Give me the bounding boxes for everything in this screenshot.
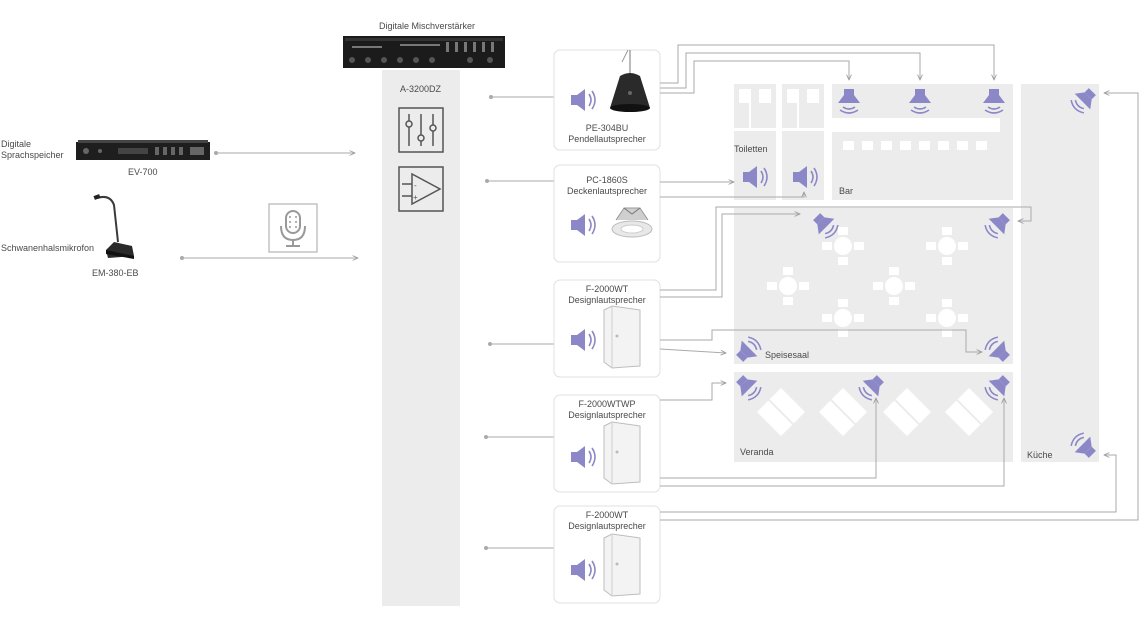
amplifier-icon: - +: [398, 166, 444, 212]
design-speaker-image-1: [603, 305, 641, 369]
kitchen-area: [1021, 84, 1099, 462]
mixer-device: [343, 36, 505, 68]
dining-table: [873, 267, 915, 305]
microphone-icon: [268, 203, 318, 253]
source-voice-storage-line1: Digitale: [1, 139, 32, 149]
source-mic-model: EM-380-EB: [92, 268, 139, 278]
dining-table: [926, 299, 968, 337]
ceiling-speaker-image: [611, 207, 653, 238]
card-ceiling: [553, 164, 661, 263]
source-voice-storage-line2: Sprachspeicher: [1, 150, 64, 160]
room-kitchen-label: Küche: [1027, 450, 1053, 460]
design-speaker-image-wp: [603, 421, 641, 485]
room-toilets-label: Toiletten: [734, 144, 768, 154]
dining-table: [926, 227, 968, 265]
speaker-3-model: F-2000WT: [585, 284, 629, 294]
speaker-4-model: F-2000WTWP: [578, 399, 636, 409]
svg-text:-: -: [414, 181, 417, 190]
speaker-1-type: Pendellautsprecher: [568, 134, 646, 144]
speaker-4-type: Designlautsprecher: [568, 410, 646, 420]
speaker-5-model: F-2000WT: [585, 510, 629, 520]
speaker-5-type: Designlautsprecher: [568, 521, 646, 531]
floor-plan: [734, 84, 1099, 462]
source-voice-storage-model: EV-700: [128, 167, 158, 177]
speaker-3-type: Designlautsprecher: [568, 295, 646, 305]
dining-table: [822, 227, 864, 265]
speaker-2-model: PC-1860S: [586, 175, 628, 185]
pendant-speaker-image: [610, 49, 650, 112]
room-bar-label: Bar: [839, 186, 854, 196]
gooseneck-mic-device: [93, 194, 134, 259]
svg-text:+: +: [413, 193, 418, 202]
dining-table: [767, 267, 809, 305]
speaker-1-model: PE-304BU: [585, 123, 629, 133]
room-dining-label: Speisesaal: [765, 350, 810, 360]
source-mic-label: Schwanenhalsmikrofon: [1, 243, 95, 253]
ev700-device: [76, 140, 210, 160]
mixer-fader-icon: [398, 107, 444, 153]
dining-table: [822, 299, 864, 337]
design-speaker-image-2: [603, 533, 641, 597]
mixer-model: A-3200DZ: [400, 84, 442, 94]
speaker-2-type: Deckenlautsprecher: [566, 186, 648, 196]
room-veranda-label: Veranda: [740, 447, 774, 457]
mixer-column: [382, 70, 460, 606]
mixer-title: Digitale Mischverstärker: [378, 21, 476, 31]
